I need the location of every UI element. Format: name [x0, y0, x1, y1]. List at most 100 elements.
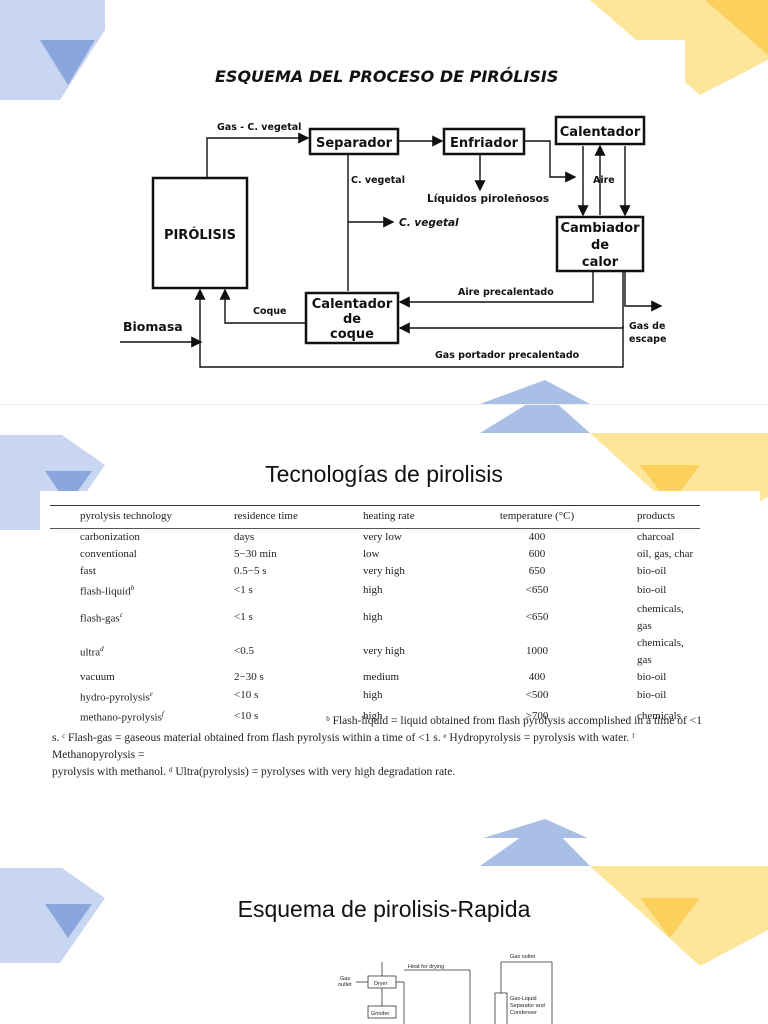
cell-heating-rate: very low — [361, 529, 475, 547]
calentador-coque-line1: Calentador — [312, 297, 393, 312]
fast-pyrolysis-diagram: Gas outlet Gas outlet Dryer Heat for dry… — [338, 954, 553, 1024]
slide-technologies: Tecnologías de pirolisis pyrolysis techn… — [0, 404, 768, 839]
cell-heating-rate: high — [361, 580, 475, 601]
slide-fast-pyrolysis: Esquema de pirolisis-Rapida Gas outlet G… — [0, 838, 768, 1024]
cell-technology: hydro-pyrolysise — [50, 686, 232, 707]
cell-products-text: bio-oil — [637, 565, 667, 577]
header-products: products — [599, 505, 700, 529]
cell-residence-time-text: days — [234, 531, 255, 543]
cambiador-line3: calor — [582, 255, 619, 270]
header-residence-time: residence time — [232, 505, 361, 529]
cell-temperature-text: 600 — [528, 548, 546, 560]
slide-process-scheme: ESQUEMA DEL PROCESO DE PIRÓLISIS PIRÓLIS… — [0, 0, 768, 404]
cell-products: bio-oil — [599, 669, 700, 686]
cell-heating-rate: high — [361, 601, 475, 635]
cell-products: bio-oil — [599, 686, 700, 707]
slide3-decoration — [0, 838, 768, 966]
footnote-marker: e — [149, 689, 153, 698]
blue-diamond-shape — [40, 40, 95, 85]
cell-technology-text: flash-liquid — [80, 585, 131, 598]
diagram-connectors — [120, 132, 663, 368]
blue-top-shape — [480, 405, 590, 433]
enfriador-label: Enfriador — [450, 136, 519, 151]
cell-heating-rate-text: high — [363, 689, 383, 702]
cell-residence-time: <1 s — [232, 580, 361, 601]
label-grinder: Grinder — [371, 1011, 390, 1017]
cell-temperature-text: 650 — [528, 565, 546, 577]
cell-temperature: <650 — [475, 580, 599, 601]
cell-residence-time-text: 5−30 min — [234, 548, 277, 560]
cell-residence-time-text: <1 s — [234, 611, 253, 624]
cell-products: charcoal — [599, 529, 700, 547]
label-dryer: Dryer — [374, 981, 388, 987]
label-gas-escape-1: Gas de — [629, 321, 665, 332]
cell-products-text: charcoal — [637, 531, 675, 543]
table-footnote: ᵇ Flash-liquid = liquid obtained from fl… — [52, 713, 702, 781]
technologies-title: Tecnologías de pirolisis — [265, 461, 503, 487]
cell-technology: flash-gasc — [50, 601, 232, 635]
blue-top-shape — [480, 838, 590, 866]
cell-technology: methano-pyrolysisf — [50, 706, 232, 733]
cell-residence-time-text: <10 s — [234, 710, 259, 723]
process-diagram-panel: ESQUEMA DEL PROCESO DE PIRÓLISIS PIRÓLIS… — [105, 40, 685, 404]
cell-residence-time: <0.5 — [232, 635, 361, 669]
cell-technology: ultrad — [50, 635, 232, 669]
label-gas-outlet-left-1: Gas — [340, 976, 350, 982]
cell-technology: flash-liquidb — [50, 580, 232, 601]
separator-box — [494, 992, 508, 1024]
cambiador-box — [555, 215, 645, 273]
cell-products-text: bio-oil — [637, 689, 667, 702]
pyrolysis-technology-table: pyrolysis technology residence time heat… — [50, 505, 700, 733]
cell-heating-rate-text: high — [363, 611, 383, 624]
blue-diamond-shape — [45, 471, 92, 505]
yellow-diamond-shape — [640, 898, 700, 938]
label-c-vegetal-1: C. vegetal — [351, 175, 405, 186]
cell-temperature: 1000 — [475, 635, 599, 669]
cell-heating-rate: medium — [361, 669, 475, 686]
cell-residence-time-text: 2−30 s — [234, 670, 264, 683]
cell-temperature-text: <650 — [525, 611, 549, 624]
cell-residence-time: <10 s — [232, 706, 361, 733]
calentador-box — [554, 115, 646, 146]
cell-residence-time: 2−30 s — [232, 669, 361, 686]
cell-technology: fast — [50, 563, 232, 580]
blue-bottom-shape — [480, 819, 590, 839]
cell-temperature-text: <500 — [525, 689, 549, 702]
cell-products: bio-oil — [599, 580, 700, 601]
cell-technology: carbonization — [50, 529, 232, 547]
cell-heating-rate-text: medium — [363, 670, 400, 683]
blue-corner-shape — [0, 435, 105, 530]
cell-heating-rate: very high — [361, 635, 475, 669]
cell-products: chemicals — [599, 706, 700, 733]
cell-temperature: 400 — [475, 529, 599, 547]
cell-residence-time: 5−30 min — [232, 546, 361, 563]
cell-temperature: 400 — [475, 669, 599, 686]
cell-residence-time-text: <0.5 — [234, 645, 254, 658]
enfriador-box — [442, 127, 526, 156]
cell-technology: vacuum — [50, 669, 232, 686]
footnote-marker: c — [119, 611, 123, 620]
label-gas-escape-2: escape — [629, 334, 666, 345]
cell-temperature: >700 — [475, 706, 599, 733]
cell-temperature-text: <650 — [525, 583, 549, 596]
cell-heating-rate-text: very high — [363, 565, 405, 577]
diagram-title: ESQUEMA DEL PROCESO DE PIRÓLISIS — [215, 67, 558, 86]
footnote-line-3: pyrolysis with methanol. ᵈ Ultra(pyrolys… — [52, 766, 456, 778]
cell-technology-text: methano-pyrolysis — [80, 711, 162, 724]
cell-technology-text: carbonization — [80, 531, 140, 543]
cell-residence-time-text: 0.5−5 s — [234, 565, 267, 577]
yellow-corner-accent — [705, 0, 768, 55]
label-aire: Aire — [593, 175, 615, 186]
label-liquidos: Líquidos piroleñosos — [427, 193, 549, 205]
label-gas-outlet-left-2: outlet — [338, 982, 352, 988]
cell-temperature-text: 400 — [528, 531, 546, 543]
blue-corner-shape — [0, 868, 105, 963]
cell-heating-rate-text: very high — [363, 645, 405, 658]
cell-temperature: <650 — [475, 601, 599, 635]
cell-heating-rate: low — [361, 546, 475, 563]
